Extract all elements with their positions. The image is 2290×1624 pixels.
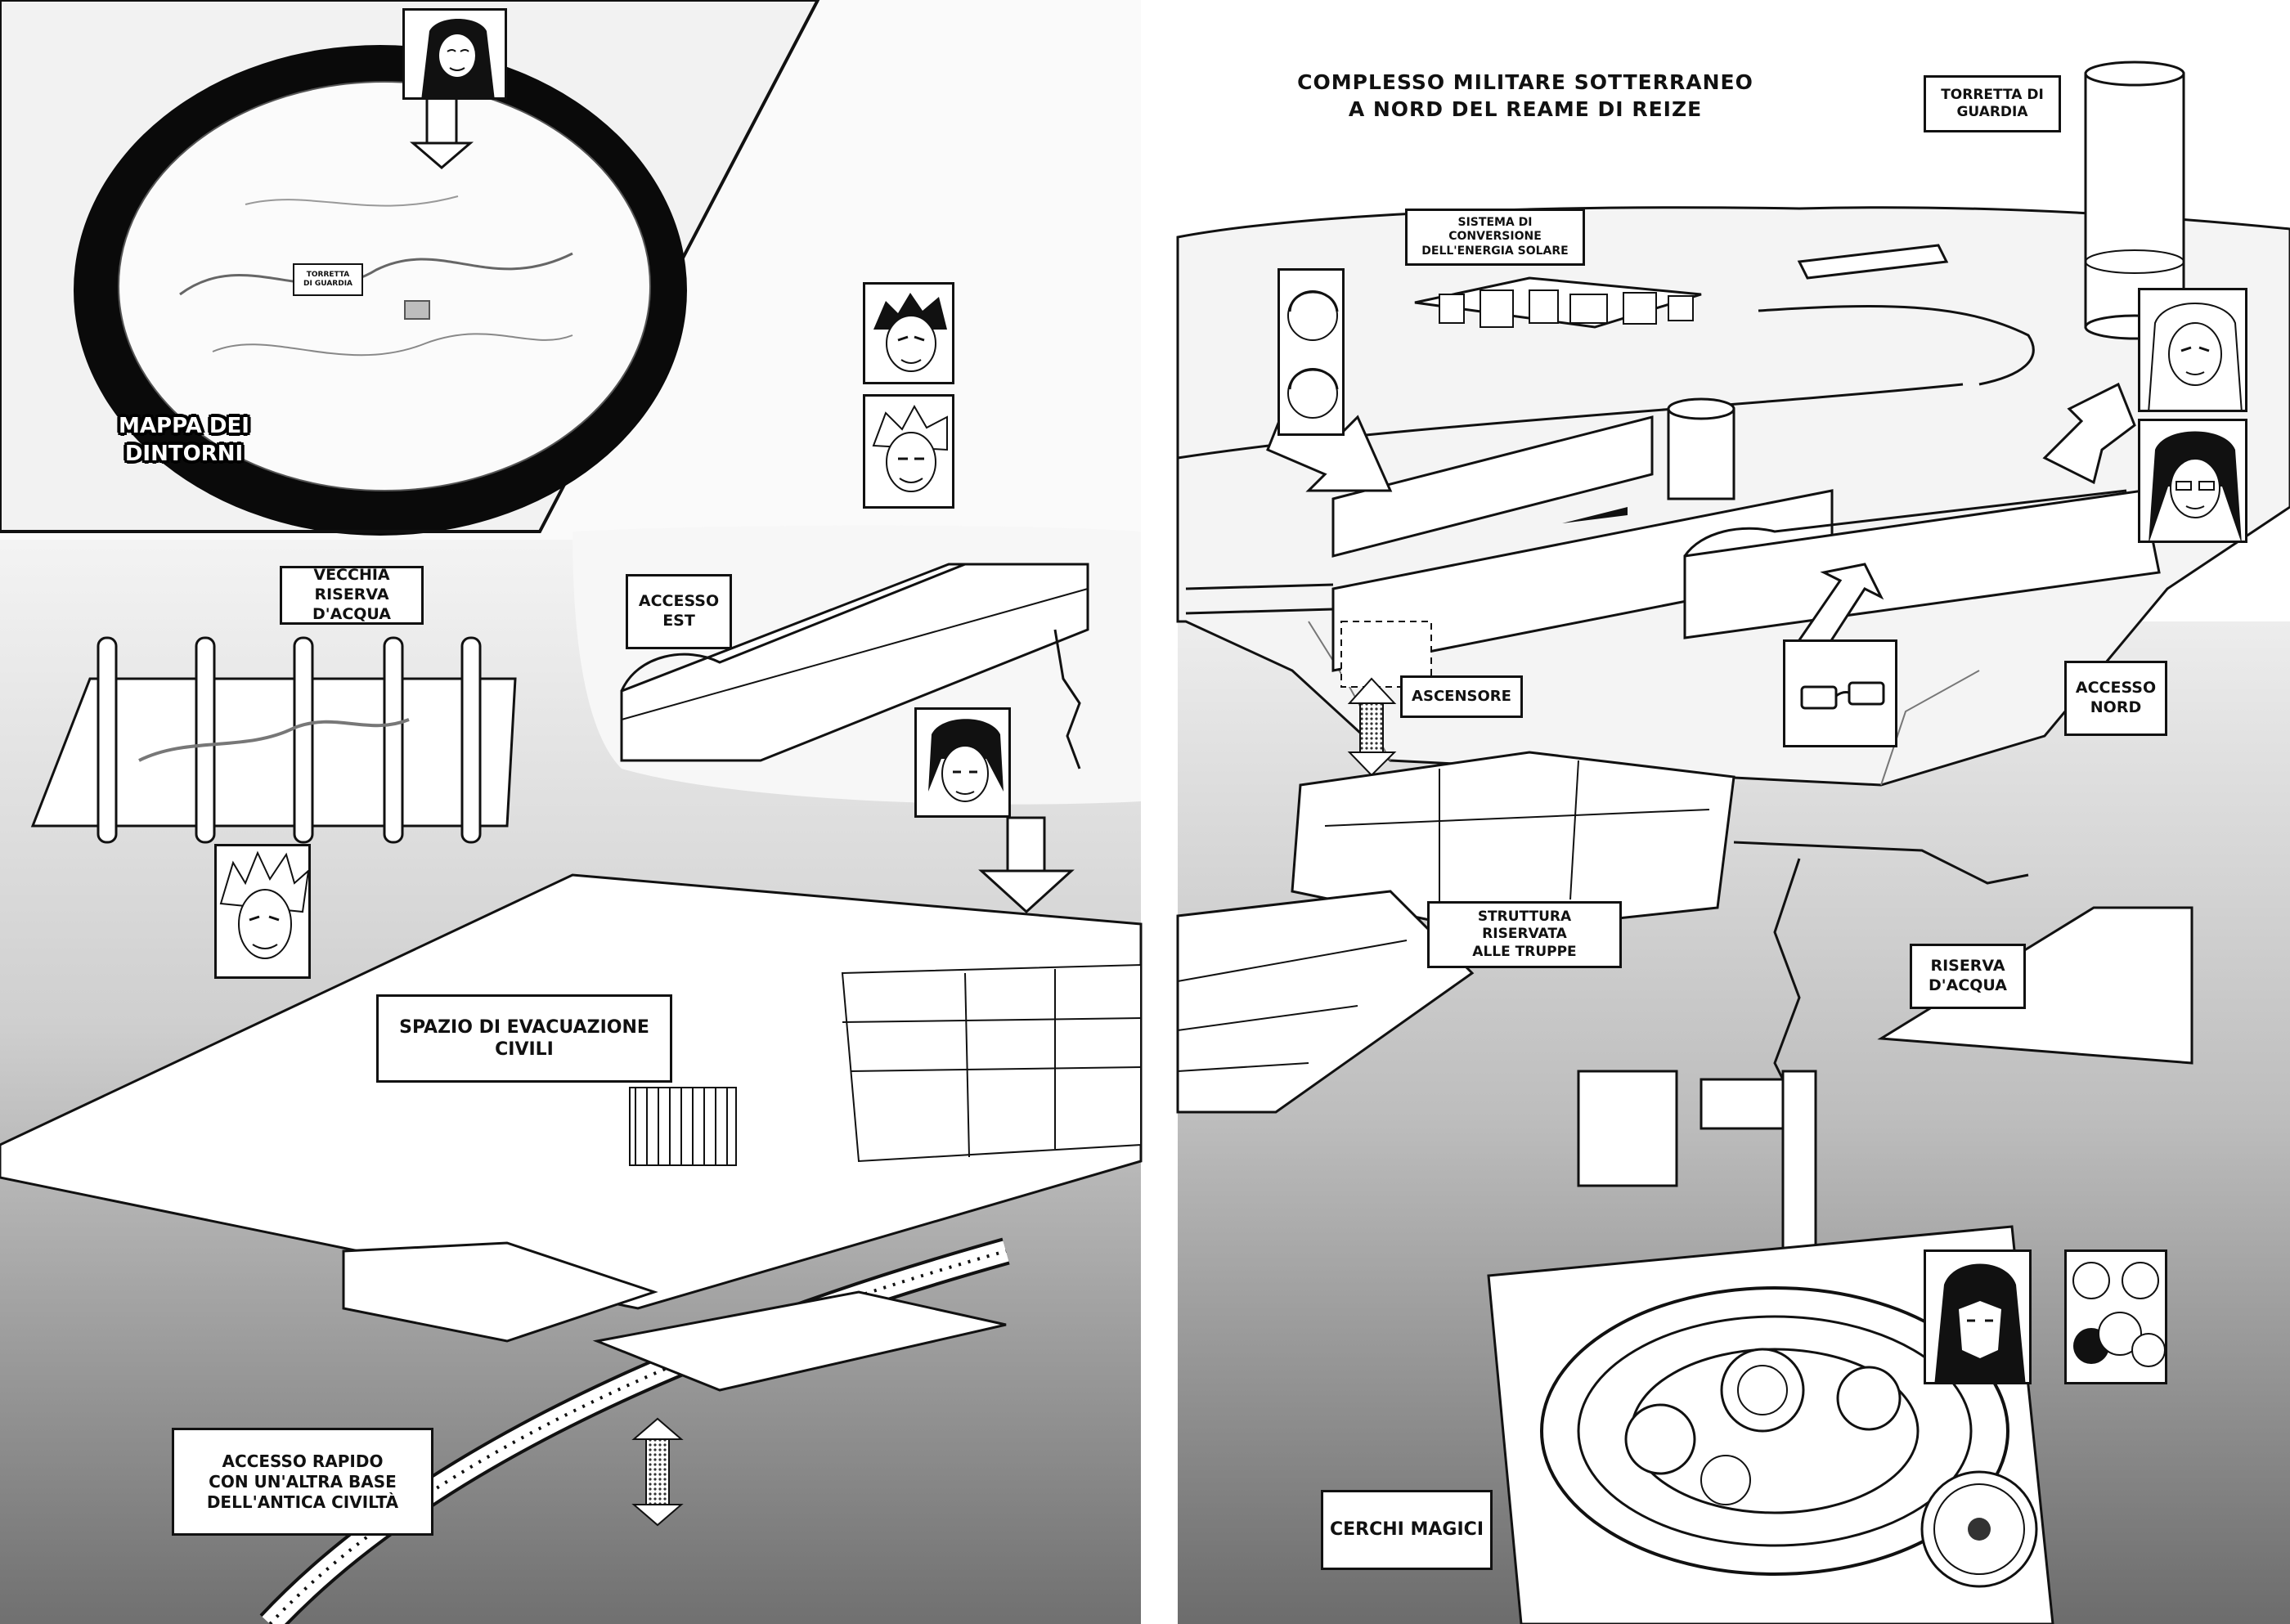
- label-old-water-reserve: VECCHIA RISERVA D'ACQUA: [280, 566, 424, 625]
- troops-structure: [1176, 751, 2029, 1129]
- label-elevator: ASCENSORE: [1400, 675, 1523, 718]
- label-water-reserve: RISERVA D'ACQUA: [1910, 944, 2026, 1009]
- portrait-glasses-woman: [2138, 419, 2247, 543]
- portrait-dark-hair-man: [914, 707, 1011, 818]
- portrait-spiky-hair-boy: [863, 282, 954, 384]
- east-access-structure: [620, 563, 1089, 769]
- label-troops-structure: STRUTTURA RISERVATA ALLE TRUPPE: [1427, 901, 1622, 968]
- elevator-shaft: [1340, 621, 1432, 777]
- portrait-group-faces: [2064, 1249, 2167, 1384]
- portrait-white-hair-man: [863, 394, 954, 509]
- portrait-dark-cloaked-man: [1924, 1249, 2032, 1384]
- evacuation-floor: [0, 873, 1143, 1343]
- portrait-long-hair-girl: [2138, 288, 2247, 412]
- portrait-spiky-old-man: [214, 844, 311, 979]
- label-watchtower: TORRETTA DI GUARDIA: [1924, 75, 2061, 132]
- label-north-access: ACCESSO NORD: [2064, 661, 2167, 736]
- label-east-access: ACCESSO EST: [626, 574, 732, 649]
- old-water-reserve-diagram: [30, 636, 517, 844]
- page-title: COMPLESSO MILITARE SOTTERRANEO A NORD DE…: [1297, 70, 1753, 121]
- portrait-two-girls: [1277, 268, 1345, 436]
- inset-map-caption: MAPPA DEI DINTORNI: [119, 414, 249, 466]
- rapid-access-bridge: [259, 1237, 1010, 1624]
- label-rapid-access: ACCESSO RAPIDO CON UN'ALTRA BASE DELL'AN…: [172, 1428, 433, 1536]
- label-civil-evacuation: SPAZIO DI EVACUAZIONE CIVILI: [376, 994, 672, 1083]
- portrait-horned-villain: [402, 8, 507, 100]
- upper-bunker: [1185, 397, 2161, 672]
- label-solar-conversion: SISTEMA DI CONVERSIONE DELL'ENERGIA SOLA…: [1405, 209, 1585, 266]
- glasses-icon: [1783, 639, 1897, 747]
- page-gutter: [1141, 0, 1178, 1624]
- arrow-down-marker: [978, 816, 1075, 914]
- magic-circle-sheet: [1487, 1225, 2054, 1624]
- solar-conversion-plant: [1414, 244, 2035, 386]
- inset-tower-label: TORRETTA DI GUARDIA: [293, 263, 363, 296]
- label-magic-circles: CERCHI MAGICI: [1321, 1490, 1493, 1570]
- inset-map: [0, 0, 820, 536]
- lower-rooms: [1577, 1070, 1817, 1261]
